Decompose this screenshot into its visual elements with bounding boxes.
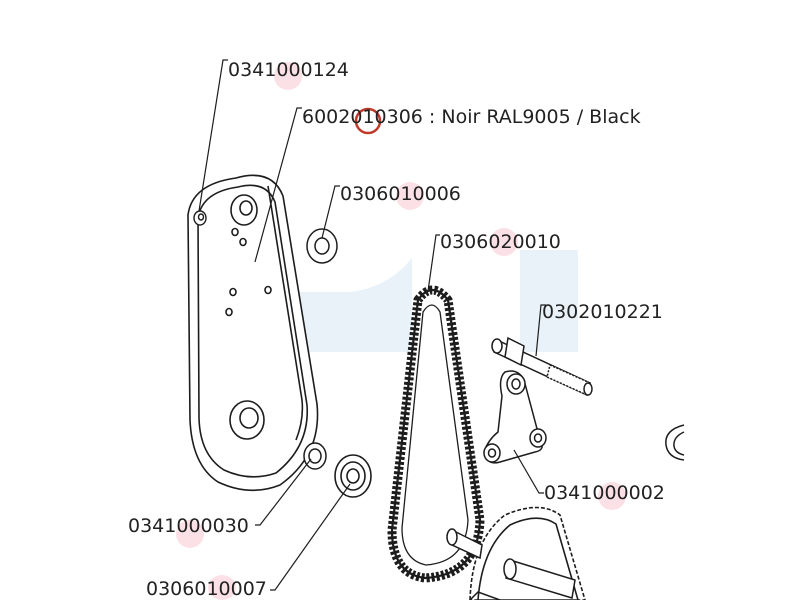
cover-bolt-hole-3 [264, 285, 272, 295]
label-0306010007: 0306010007 [146, 578, 267, 600]
roller-chain-0306020010 [387, 285, 485, 583]
label-0341000002: 0341000002 [544, 482, 665, 504]
watermark-block-curve [352, 258, 412, 352]
cover-bolt-hole-2 [239, 237, 247, 247]
washer-0306010006 [306, 228, 338, 264]
leader-6002010306 [254, 107, 302, 263]
highlight-blob [490, 228, 518, 256]
partial-part-right [665, 424, 685, 461]
shaft-0302010221 [491, 336, 593, 397]
label-0302010221: 0302010221 [542, 301, 663, 323]
bushing-tube [446, 528, 576, 600]
cover-hole-bottom-inner [239, 407, 259, 429]
washer-0341000030 [303, 442, 327, 470]
bearing-0306010007 [334, 454, 372, 498]
highlight-blob [396, 182, 424, 210]
leader-0306010007 [270, 483, 351, 591]
highlight-blob [208, 575, 236, 600]
cover-bolt-hole-1 [231, 227, 239, 237]
label-0341000124: 0341000124 [228, 59, 349, 81]
highlight-blob [274, 62, 302, 90]
cover-hole-top-inner [239, 200, 253, 216]
chain-cover [187, 174, 319, 492]
leader-0306020010 [427, 234, 440, 292]
leader-0341000030 [255, 458, 312, 526]
label-0306010006: 0306010006 [340, 183, 461, 205]
red-circle-marker [354, 107, 382, 135]
link-arm-0341000002 [483, 370, 547, 464]
highlight-blob [176, 520, 204, 548]
screw-0341000124 [193, 210, 207, 226]
chain-cover-rim [267, 185, 304, 441]
leader-0341000002 [513, 449, 544, 494]
label-0341000030: 0341000030 [128, 515, 249, 537]
leader-0306010006 [321, 185, 340, 239]
leader-0341000124 [198, 59, 228, 212]
cover-bolt-hole-5 [225, 307, 233, 317]
highlight-blob [598, 482, 626, 510]
leader-lines [198, 59, 546, 591]
label-0306020010: 0306020010 [440, 231, 561, 253]
watermark-block-right [520, 250, 578, 352]
label-6002010306: 6002010306 : Noir RAL9005 / Black [302, 106, 641, 128]
cover-bolt-hole-4 [229, 287, 237, 297]
leader-0302010221 [535, 304, 546, 357]
